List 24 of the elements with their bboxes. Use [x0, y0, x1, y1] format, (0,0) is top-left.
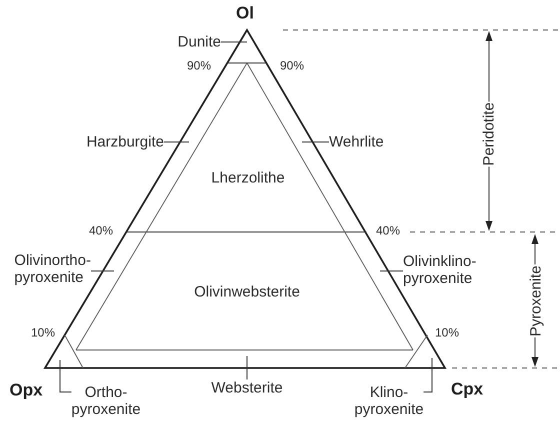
leader-line — [60, 360, 72, 392]
leader-line — [380, 270, 404, 272]
vertex-label: Opx — [9, 380, 43, 400]
percent-label: 40% — [88, 224, 114, 238]
percent-label: 10% — [434, 326, 460, 340]
percent-label: 90% — [280, 60, 304, 72]
vertex-label: Cpx — [450, 380, 484, 398]
field-label: Dunite — [178, 34, 221, 50]
percent-label: 40% — [376, 224, 400, 238]
field-label: Olivinklino- pyroxenite — [403, 253, 476, 287]
field-label: Websterite — [211, 380, 283, 396]
percent-label: 90% — [186, 60, 212, 72]
field-label: Ortho- pyroxenite — [71, 384, 141, 418]
vertex-label: Ol — [236, 4, 254, 22]
field-label: Klino- pyroxenite — [354, 384, 424, 418]
leader-line — [90, 270, 114, 272]
field-label: Olivinwebsterite — [194, 284, 300, 300]
field-label: Lherzolithe — [211, 170, 285, 186]
field-label: Harzburgite — [86, 134, 164, 150]
leader-line — [246, 356, 248, 380]
field-label: Olivinortho- pyroxenite — [14, 252, 91, 286]
field-label: Wehrlite — [329, 134, 384, 150]
percent-label: 10% — [30, 326, 56, 340]
leader-line — [423, 358, 432, 392]
